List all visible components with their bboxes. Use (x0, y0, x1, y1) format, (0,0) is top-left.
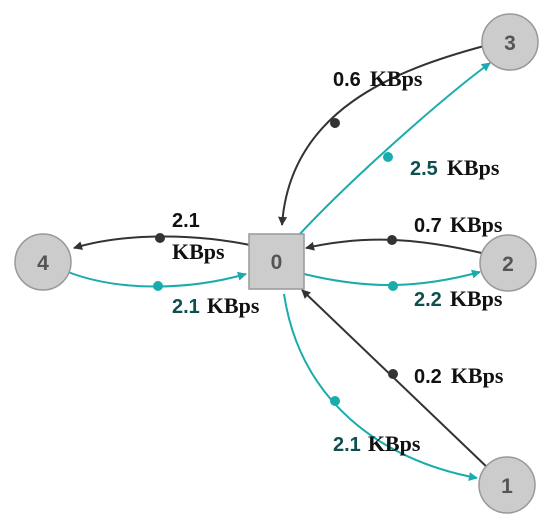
edge-label-0-to-1: 2.1 KBps (333, 431, 421, 456)
edge-label-3-to-0-unit: KBps (370, 66, 423, 91)
edge-label-0-to-4: 2.1 KBps (172, 210, 225, 264)
edge-label-1-to-0: 0.2 KBps (414, 363, 504, 388)
edge-0-to-1-dot (330, 396, 340, 406)
edge-0-to-2-dot (388, 281, 398, 291)
edge-label-0-to-1-value: 2.1 (333, 434, 361, 456)
node-3[interactable]: 3 (481, 13, 539, 71)
edge-3-to-0 (278, 45, 485, 226)
node-4[interactable]: 4 (14, 233, 72, 291)
edge-4-to-0-dot (153, 281, 163, 291)
edge-0-to-3-dot (383, 152, 393, 162)
edge-label-0-to-2-value: 2.2 (414, 289, 442, 311)
edge-label-0-to-3-value: 2.5 (410, 158, 438, 180)
edge-0-to-3 (297, 62, 491, 237)
edge-label-0-to-4-value: 2.1 (172, 210, 200, 232)
node-1-label: 1 (501, 475, 513, 498)
edges-group (67, 45, 491, 481)
edge-label-2-to-0: 0.7 KBps (414, 212, 503, 237)
node-0-label: 0 (271, 251, 283, 274)
edge-label-4-to-0: 2.1 KBps (172, 293, 260, 318)
edge-0-to-4-dot (155, 233, 165, 243)
edge-label-0-to-3-unit: KBps (447, 155, 500, 180)
node-3-label: 3 (504, 32, 516, 55)
edge-label-0-to-4-unit: KBps (172, 239, 225, 264)
edge-0-to-1 (283, 293, 478, 481)
node-1[interactable]: 1 (478, 456, 536, 514)
edge-1-to-0 (301, 289, 491, 471)
edge-2-to-0-dot (387, 235, 397, 245)
edge-label-1-to-0-value: 0.2 (414, 366, 442, 388)
edge-label-4-to-0-value: 2.1 (172, 296, 200, 318)
edge-label-0-to-2: 2.2 KBps (414, 286, 503, 311)
nodes-group: 0 1 2 3 4 (14, 13, 539, 514)
edge-label-2-to-0-unit: KBps (450, 212, 503, 237)
edge-label-3-to-0: 0.6 KBps (333, 66, 423, 91)
node-2[interactable]: 2 (479, 234, 537, 292)
edge-label-1-to-0-unit: KBps (451, 363, 504, 388)
edge-label-4-to-0-unit: KBps (207, 293, 260, 318)
edge-labels-group: 0.6 KBps 2.5 KBps 0.7 KBps 2.2 KBps 0.2 … (172, 66, 504, 456)
node-0[interactable]: 0 (248, 233, 305, 290)
edge-label-0-to-2-unit: KBps (450, 286, 503, 311)
edge-label-0-to-1-unit: KBps (368, 431, 421, 456)
edge-3-to-0-dot (330, 118, 340, 128)
edge-1-to-0-dot (388, 369, 398, 379)
edge-label-3-to-0-value: 0.6 (333, 69, 361, 91)
node-4-label: 4 (37, 252, 49, 275)
edge-label-2-to-0-value: 0.7 (414, 215, 442, 237)
edge-label-0-to-3: 2.5 KBps (410, 155, 500, 180)
node-2-label: 2 (502, 253, 514, 276)
